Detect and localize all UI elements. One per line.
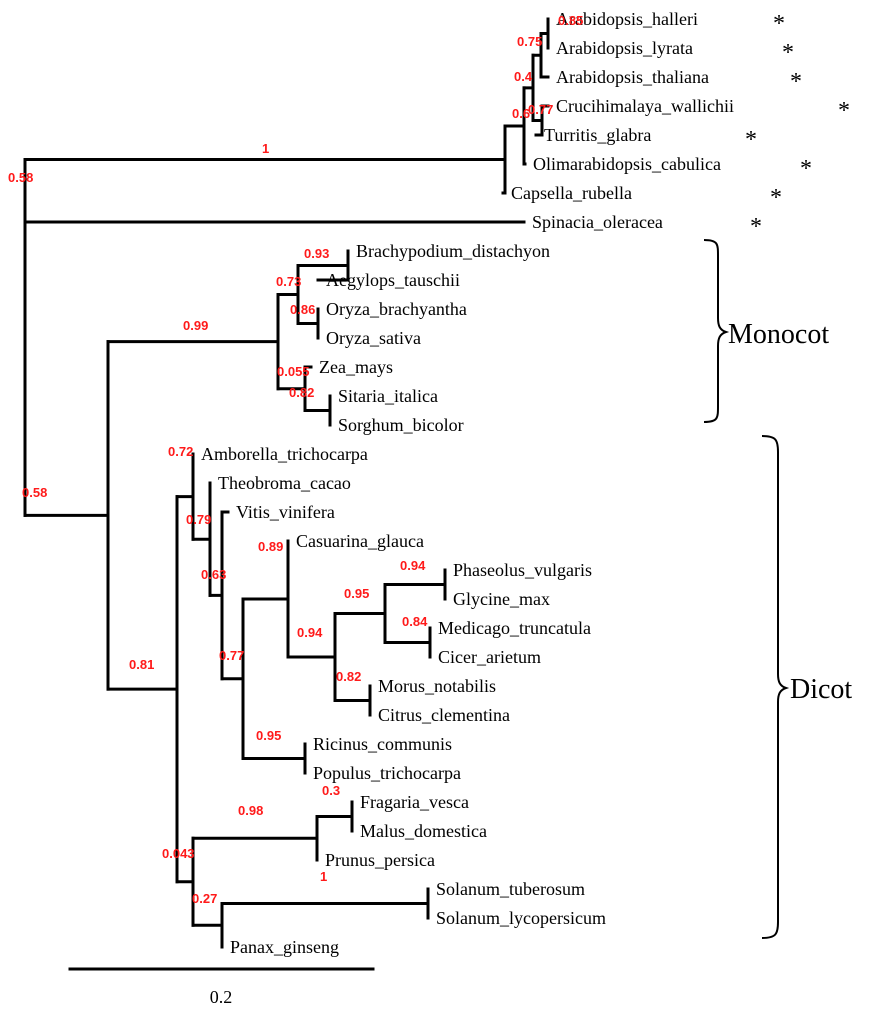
leaf-label: Fragaria_vesca bbox=[360, 792, 469, 812]
leaf-label: Theobroma_cacao bbox=[218, 473, 351, 493]
leaf-label: Turritis_glabra bbox=[544, 125, 651, 145]
leaf-label: Spinacia_oleracea bbox=[532, 212, 663, 232]
support-value: 0.055 bbox=[277, 364, 310, 379]
asterisk-marker: * bbox=[770, 185, 782, 211]
asterisk-marker: * bbox=[800, 156, 812, 182]
asterisk-marker: * bbox=[790, 69, 802, 95]
leaf-label: Arabidopsis_halleri bbox=[556, 9, 698, 29]
monocot-label: Monocot bbox=[728, 319, 829, 350]
support-value: 0.4 bbox=[514, 69, 533, 84]
support-value: 0.99 bbox=[183, 318, 208, 333]
leaf-label: Oryza_brachyantha bbox=[326, 299, 467, 319]
support-value: 0.58 bbox=[8, 170, 33, 185]
support-value: 0.95 bbox=[256, 728, 281, 743]
support-value: 0.94 bbox=[400, 558, 426, 573]
leaf-label: Casuarina_glauca bbox=[296, 531, 424, 551]
support-value: 0.89 bbox=[258, 539, 283, 554]
support-value: 0.85 bbox=[558, 13, 583, 28]
support-value: 0.82 bbox=[289, 385, 314, 400]
support-value: 0.98 bbox=[238, 803, 263, 818]
support-value: 0.6 bbox=[512, 106, 530, 121]
dicot-bracket: Dicot bbox=[761, 435, 852, 939]
leaf-label: Sitaria_italica bbox=[338, 386, 438, 406]
leaf-markers: * * * * * * * * bbox=[745, 11, 850, 240]
leaf-label: Vitis_vinifera bbox=[236, 502, 335, 522]
leaf-label: Citrus_clementina bbox=[378, 705, 510, 725]
leaf-label: Solanum_tuberosum bbox=[436, 879, 585, 899]
support-value: 0.86 bbox=[290, 302, 315, 317]
support-value: 1 bbox=[262, 141, 269, 156]
support-value: 0.63 bbox=[201, 567, 226, 582]
asterisk-marker: * bbox=[838, 98, 850, 124]
support-value: 1 bbox=[320, 869, 327, 884]
support-value: 0.75 bbox=[517, 34, 542, 49]
support-value: 0.58 bbox=[22, 485, 47, 500]
leaf-label: Phaseolus_vulgaris bbox=[453, 560, 592, 580]
support-value: 0.93 bbox=[304, 246, 329, 261]
asterisk-marker: * bbox=[782, 40, 794, 66]
scale-bar: 0.2 bbox=[68, 967, 375, 1007]
leaf-label: Brachypodium_distachyon bbox=[356, 241, 550, 261]
leaf-label: Olimarabidopsis_cabulica bbox=[533, 154, 721, 174]
leaf-label: Cicer_arietum bbox=[438, 647, 541, 667]
leaf-label: Oryza_sativa bbox=[326, 328, 421, 348]
leaf-label: Ricinus_communis bbox=[313, 734, 452, 754]
leaf-label: Prunus_persica bbox=[325, 850, 435, 870]
support-value: 0.82 bbox=[336, 669, 361, 684]
leaf-label: Aegylops_tauschii bbox=[326, 270, 460, 290]
support-value: 0.81 bbox=[129, 657, 154, 672]
asterisk-marker: * bbox=[773, 11, 785, 37]
support-value: 0.72 bbox=[168, 444, 193, 459]
monocot-bracket: Monocot bbox=[703, 239, 829, 423]
monocot-bracket-line bbox=[703, 239, 730, 423]
tree-branches bbox=[23, 17, 550, 949]
support-value: 0.043 bbox=[162, 846, 195, 861]
leaf-label: Arabidopsis_lyrata bbox=[556, 38, 693, 58]
leaf-label: Arabidopsis_thaliana bbox=[556, 67, 709, 87]
support-value: 0.77 bbox=[528, 102, 553, 117]
leaf-label: Glycine_max bbox=[453, 589, 550, 609]
dicot-label: Dicot bbox=[790, 674, 852, 705]
leaf-label: Solanum_lycopersicum bbox=[436, 908, 606, 928]
support-value: 0.94 bbox=[297, 625, 323, 640]
leaf-label: Amborella_trichocarpa bbox=[201, 444, 368, 464]
support-value: 0.73 bbox=[276, 274, 301, 289]
support-value: 0.79 bbox=[186, 512, 211, 527]
leaf-label: Malus_domestica bbox=[360, 821, 487, 841]
support-value: 0.84 bbox=[402, 614, 428, 629]
leaf-label: Crucihimalaya_wallichii bbox=[556, 96, 734, 116]
leaf-label: Morus_notabilis bbox=[378, 676, 496, 696]
leaf-labels: Arabidopsis_halleriArabidopsis_lyrataAra… bbox=[201, 9, 734, 957]
leaf-label: Zea_mays bbox=[319, 357, 393, 377]
support-value: 0.3 bbox=[322, 783, 340, 798]
leaf-label: Populus_trichocarpa bbox=[313, 763, 461, 783]
leaf-label: Capsella_rubella bbox=[511, 183, 632, 203]
support-value: 0.27 bbox=[192, 891, 217, 906]
dicot-bracket-line bbox=[761, 435, 790, 939]
asterisk-marker: * bbox=[745, 127, 757, 153]
support-values: 0.850.750.40.60.7710.580.930.730.860.055… bbox=[8, 13, 583, 906]
support-value: 0.95 bbox=[344, 586, 369, 601]
leaf-label: Medicago_truncatula bbox=[438, 618, 591, 638]
scale-bar-label: 0.2 bbox=[210, 987, 233, 1007]
support-value: 0.77 bbox=[219, 648, 244, 663]
asterisk-marker: * bbox=[750, 214, 762, 240]
leaf-label: Sorghum_bicolor bbox=[338, 415, 464, 435]
leaf-label: Panax_ginseng bbox=[230, 937, 339, 957]
